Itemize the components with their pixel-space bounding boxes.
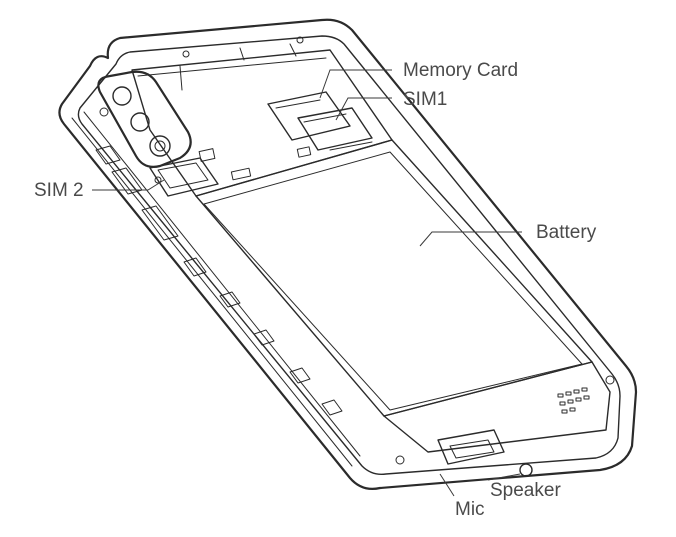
phone-inner-frame — [77, 35, 621, 476]
sim2-leader — [92, 179, 165, 191]
sim1-label: SIM1 — [403, 89, 448, 110]
sim1-leader — [335, 97, 392, 121]
mic-module — [437, 429, 505, 465]
battery-label: Battery — [536, 222, 597, 243]
speaker-grille — [557, 387, 590, 414]
mic-leader — [439, 473, 455, 497]
memory-card-slot — [267, 91, 351, 141]
mainboard-outline — [131, 49, 393, 197]
speaker-label: Speaker — [490, 480, 561, 501]
camera-lens-3 — [149, 135, 171, 157]
sim2-label: SIM 2 — [34, 180, 84, 201]
camera-module — [97, 70, 192, 168]
camera-lens-3-inner — [154, 140, 166, 152]
sim1-slot — [297, 107, 373, 151]
sim2-slot — [149, 157, 219, 197]
sim2-slot-inner — [157, 162, 209, 189]
battery-inner-edge — [203, 151, 583, 411]
slot-details — [275, 99, 373, 151]
phone-outer-body — [58, 18, 638, 490]
mic-module-inner — [449, 439, 495, 459]
mainboard-edge — [137, 43, 327, 91]
battery-leader — [419, 231, 522, 247]
bottom-board — [383, 361, 611, 453]
screw-1 — [395, 455, 405, 465]
memory-card-label: Memory Card — [403, 60, 519, 81]
mic-label: Mic — [455, 499, 485, 520]
camera-lens-2 — [130, 112, 150, 132]
screw-3 — [99, 107, 109, 117]
battery-outline — [195, 139, 593, 417]
camera-lens-1 — [112, 86, 132, 106]
board-components — [154, 36, 312, 184]
speaker-hole — [519, 463, 533, 477]
side-rail — [71, 111, 361, 467]
memory-card-leader — [319, 69, 392, 99]
screw-2 — [605, 375, 615, 385]
side-buttons — [95, 145, 343, 416]
speaker-leader — [487, 473, 521, 481]
